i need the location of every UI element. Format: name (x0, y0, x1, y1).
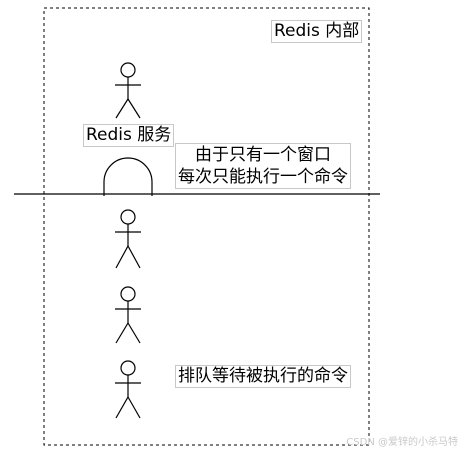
window-explanation-label: 由于只有一个窗口 每次只能执行一个命令 (175, 143, 351, 189)
figure-head (120, 286, 136, 302)
queued-command-figure-1 (115, 209, 141, 269)
queued-command-figure-2 (115, 286, 141, 344)
service-window-arch (103, 157, 153, 196)
figure-head (120, 62, 136, 78)
redis-internal-label: Redis 内部 (271, 20, 363, 43)
queued-command-figure-3 (115, 360, 141, 419)
queue-label: 排队等待被执行的命令 (175, 365, 351, 388)
redis-service-label: Redis 服务 (83, 124, 175, 147)
watermark: CSDN @爱锌的小杀马特 (346, 437, 458, 448)
redis-service-figure (115, 62, 141, 119)
figure-head (120, 360, 136, 376)
figure-head (120, 209, 136, 225)
window-explanation-line-1: 由于只有一个窗口 (195, 145, 331, 165)
redis-internal-boundary (43, 7, 370, 446)
window-explanation-line-2: 每次只能执行一个命令 (178, 167, 348, 187)
